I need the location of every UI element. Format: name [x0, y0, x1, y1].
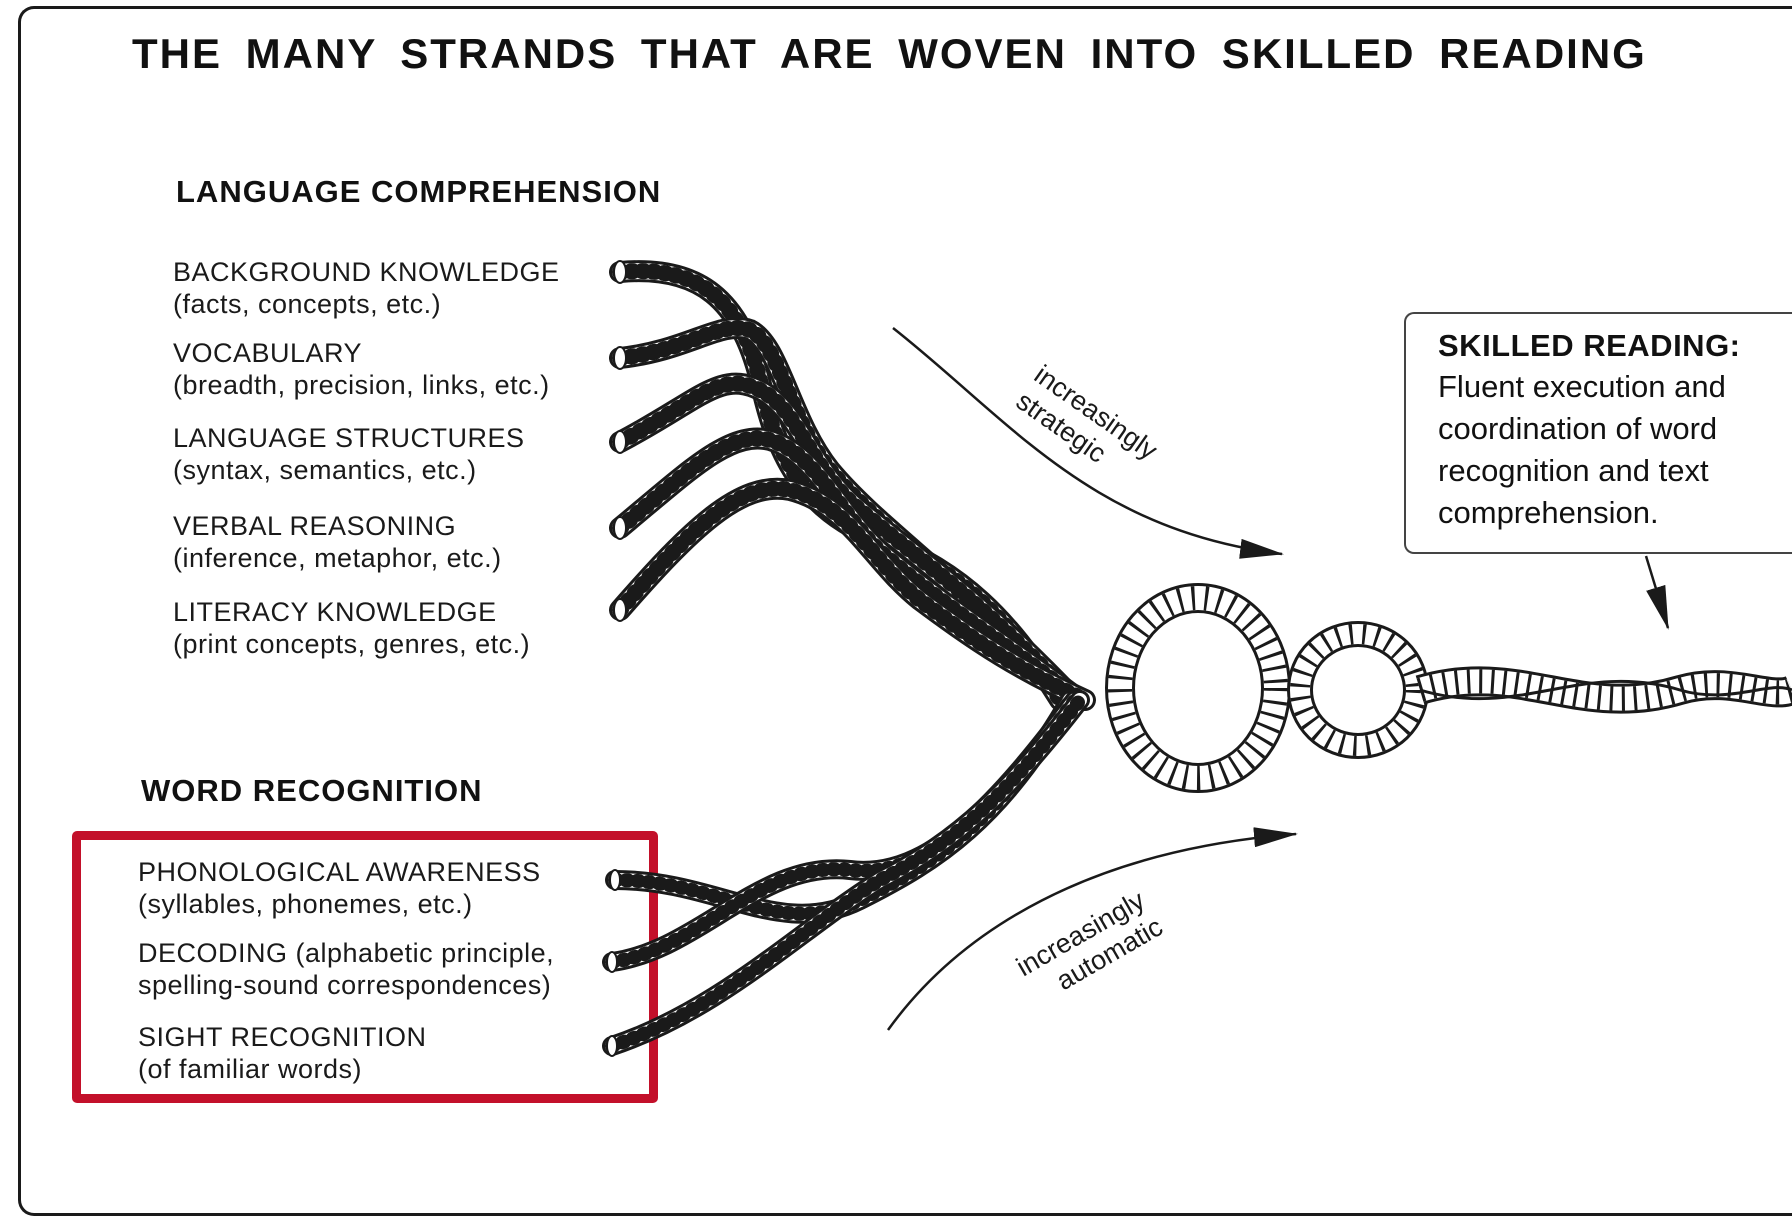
strand-name: LITERACY KNOWLEDGE [173, 596, 530, 628]
strand-language-structures: LANGUAGE STRUCTURES (syntax, semantics, … [173, 422, 525, 486]
strand-background-knowledge: BACKGROUND KNOWLEDGE (facts, concepts, e… [173, 256, 560, 320]
language-comprehension-heading: LANGUAGE COMPREHENSION [176, 174, 661, 210]
word-recognition-heading: WORD RECOGNITION [141, 773, 483, 809]
strand-detail: (syntax, semantics, etc.) [173, 454, 525, 486]
callout-title: SKILLED READING: [1438, 328, 1792, 364]
strand-detail: (breadth, precision, links, etc.) [173, 369, 550, 401]
strand-name: BACKGROUND KNOWLEDGE [173, 256, 560, 288]
skilled-reading-callout: SKILLED READING: Fluent execution and co… [1404, 312, 1792, 554]
strand-detail: (facts, concepts, etc.) [173, 288, 560, 320]
callout-body: Fluent execution and coordination of wor… [1438, 366, 1774, 534]
strand-name: LANGUAGE STRUCTURES [173, 422, 525, 454]
strand-name: VERBAL REASONING [173, 510, 502, 542]
figure-title: THE MANY STRANDS THAT ARE WOVEN INTO SKI… [132, 30, 1647, 78]
strand-verbal-reasoning: VERBAL REASONING (inference, metaphor, e… [173, 510, 502, 574]
word-recognition-highlight-box [72, 831, 658, 1103]
strand-detail: (inference, metaphor, etc.) [173, 542, 502, 574]
strand-literacy-knowledge: LITERACY KNOWLEDGE (print concepts, genr… [173, 596, 530, 660]
strand-vocabulary: VOCABULARY (breadth, precision, links, e… [173, 337, 550, 401]
strand-detail: (print concepts, genres, etc.) [173, 628, 530, 660]
strand-name: VOCABULARY [173, 337, 550, 369]
